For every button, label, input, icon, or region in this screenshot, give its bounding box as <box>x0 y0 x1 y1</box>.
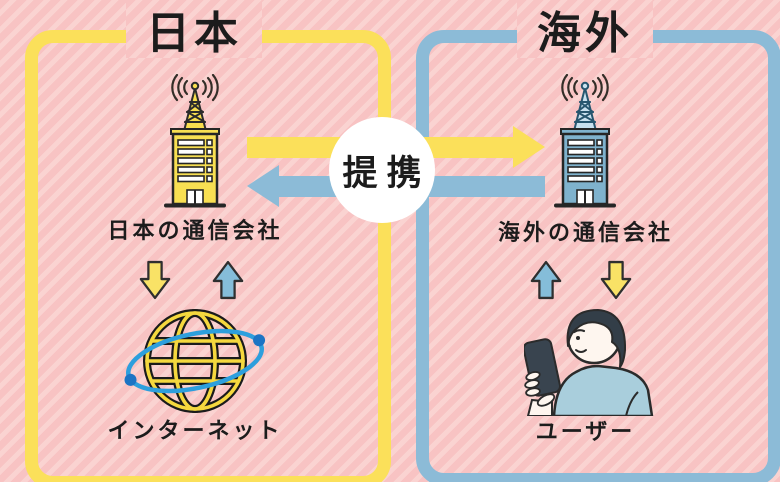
building-windows <box>177 139 213 183</box>
partnership-badge: 提携 <box>329 117 435 223</box>
yellow-down-arrow-icon <box>139 260 171 300</box>
overseas-title: 海外 <box>517 0 653 59</box>
orbit-ring <box>124 328 266 394</box>
overseas-telecom-label: 海外の通信会社 <box>497 221 673 246</box>
blue-arrow-head <box>247 165 279 207</box>
yellow-arrow-head <box>513 126 545 168</box>
japan-telecom-building-icon <box>164 74 226 208</box>
internet-globe-icon <box>124 309 266 413</box>
japan-title: 日本 <box>126 0 262 59</box>
blue-up-arrow-icon <box>212 260 244 300</box>
building-windows <box>567 139 603 183</box>
japan-telecom-label: 日本の通信会社 <box>107 219 283 244</box>
partnership-label: 提携 <box>342 153 431 194</box>
hair <box>566 309 627 368</box>
internet-label: インターネット <box>107 419 283 444</box>
smartphone-user-icon <box>524 309 654 416</box>
yellow-down-arrow-icon <box>600 260 632 300</box>
blue-up-arrow-icon <box>530 260 562 300</box>
user-label: ユーザー <box>535 420 636 445</box>
shirt <box>552 364 654 416</box>
overseas-telecom-building-icon <box>554 74 616 208</box>
hand <box>524 371 556 407</box>
